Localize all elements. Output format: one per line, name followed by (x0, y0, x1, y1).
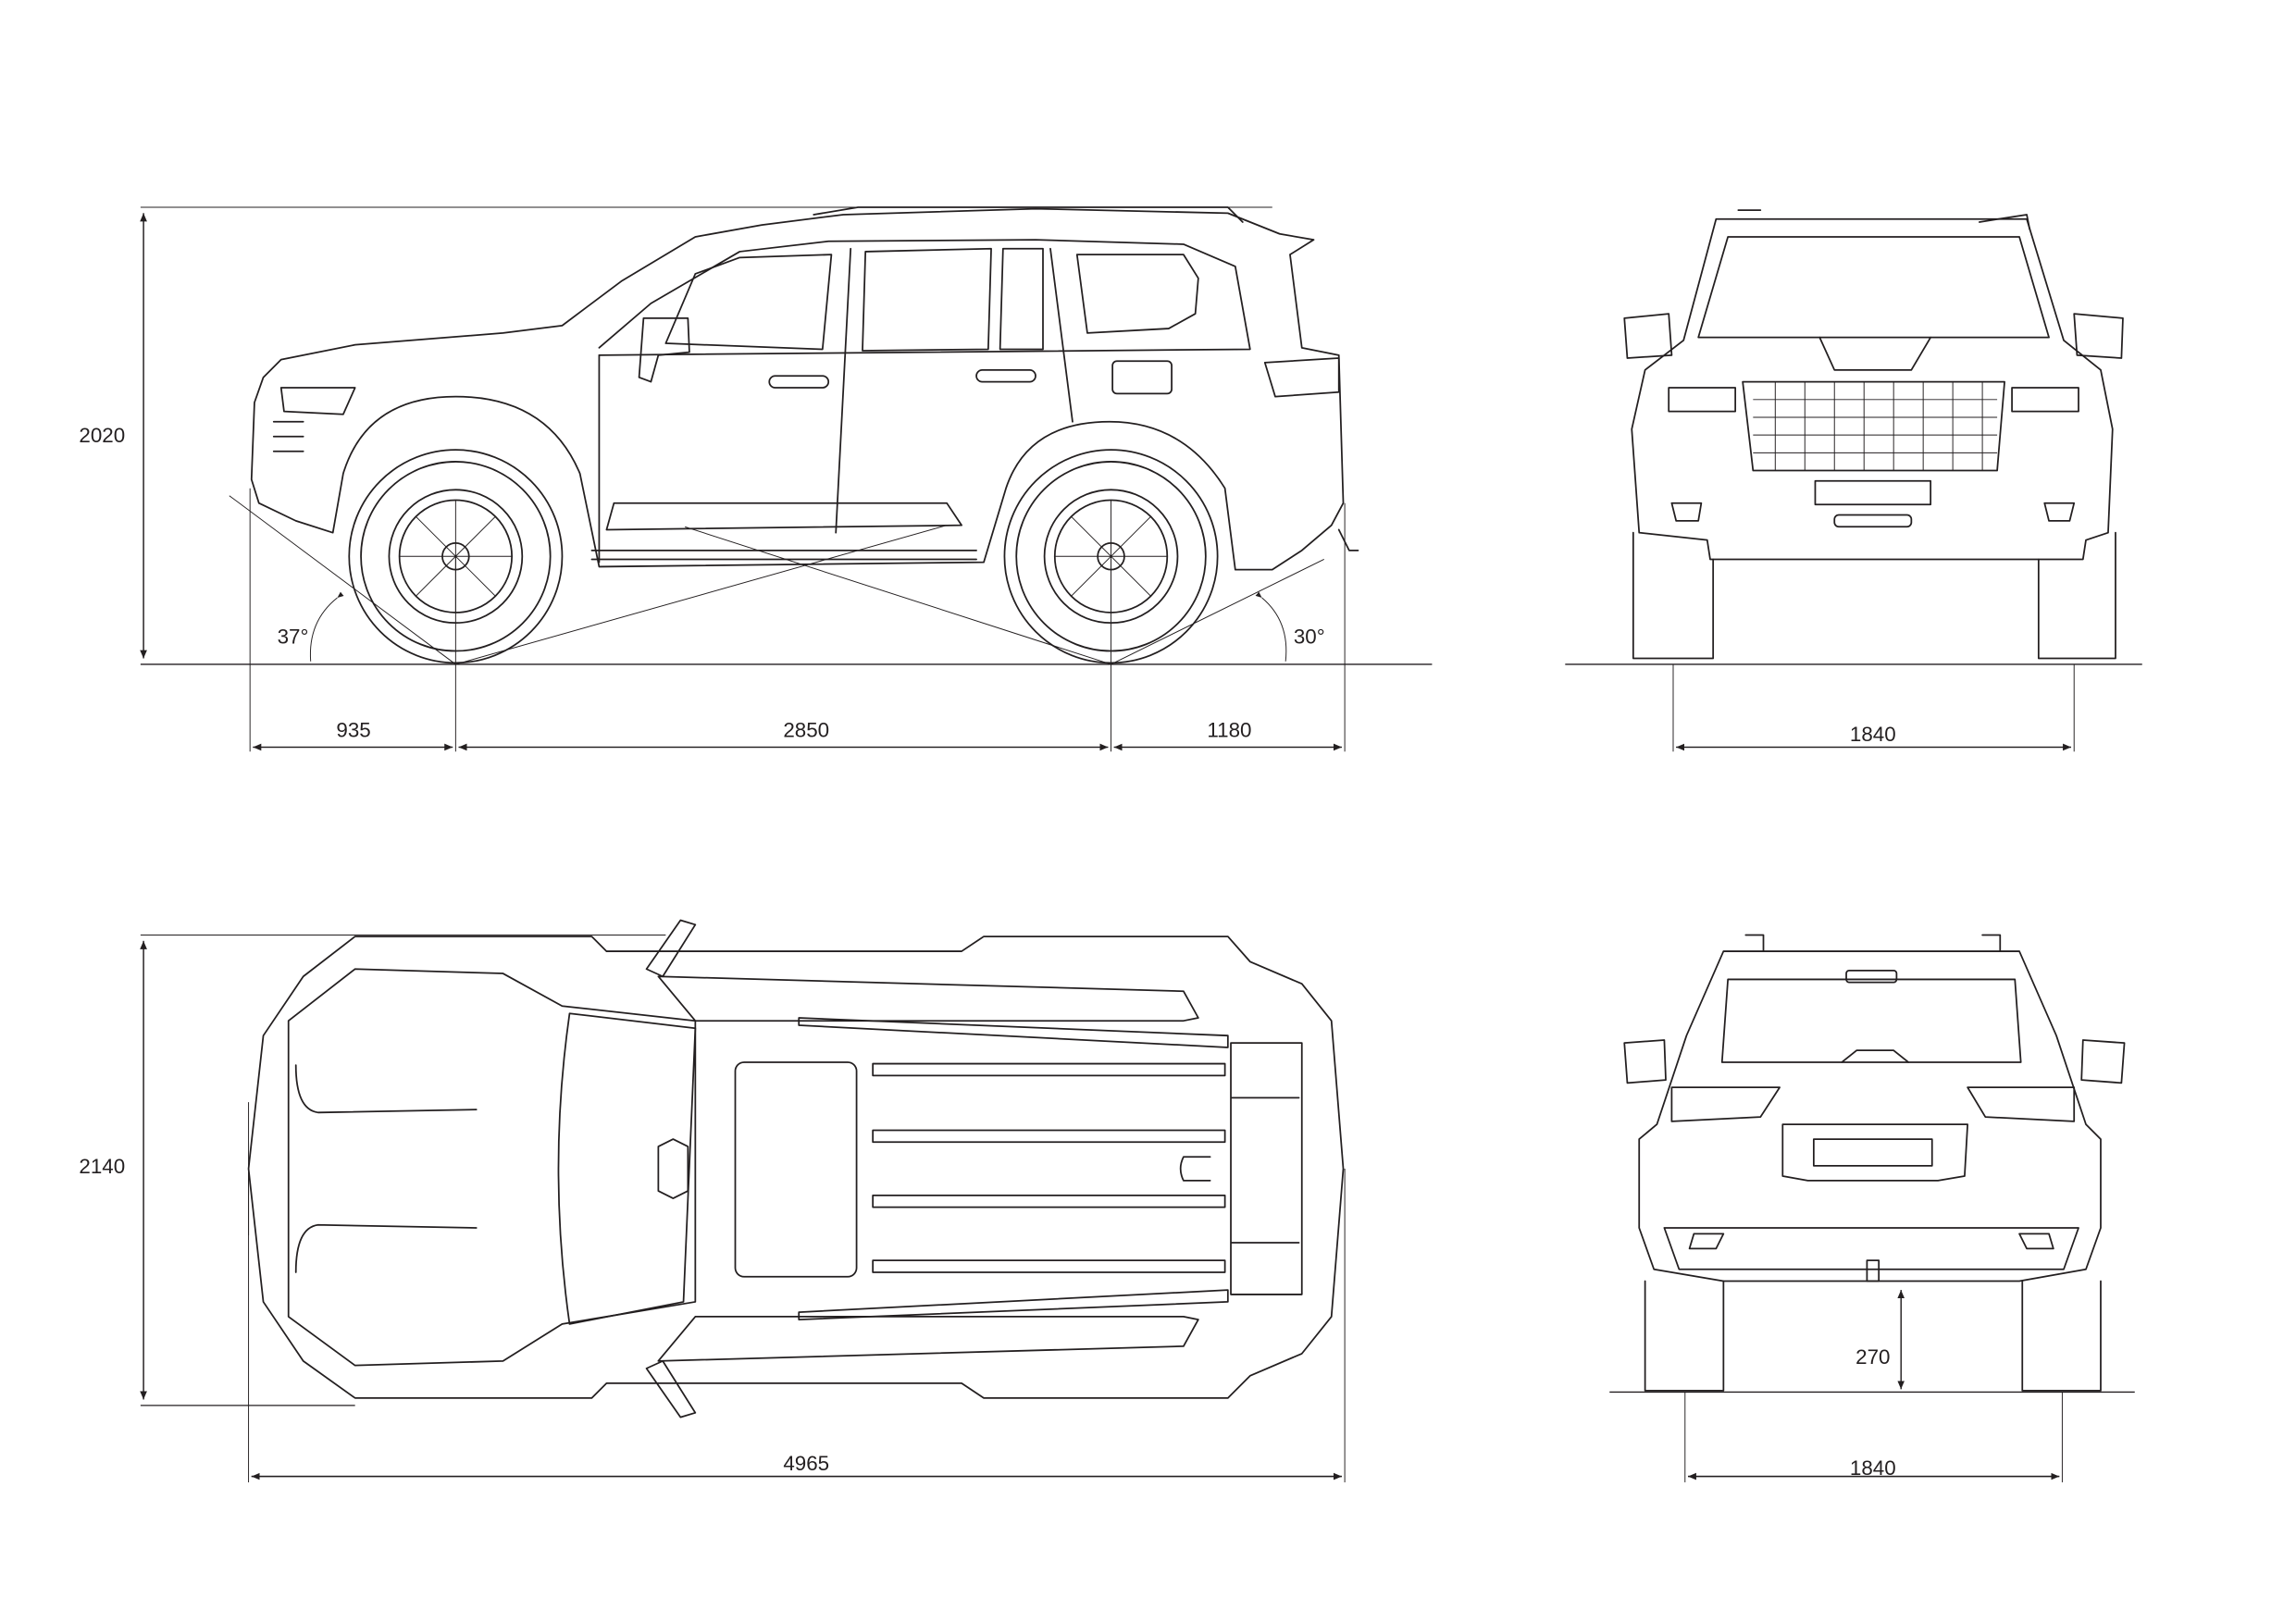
front-track-label: 1840 (1850, 723, 1896, 746)
height-label: 2020 (79, 424, 125, 447)
front-view: 1840 (1565, 209, 2142, 752)
approach-angle-label: 37° (278, 626, 309, 649)
rear-track-label: 1840 (1850, 1456, 1896, 1480)
ground-clearance-label: 270 (1855, 1345, 1890, 1369)
rear-view: 270 1840 (1609, 934, 2135, 1482)
length-dimensions (249, 488, 1346, 752)
angle-lines (229, 495, 1324, 665)
departure-angle-label: 30° (1294, 626, 1325, 649)
side-view: 2020 935 2850 1180 37° 30° (79, 206, 1433, 752)
rear-overhang-label: 1180 (1207, 718, 1251, 741)
suv-rear-body (1623, 934, 2126, 1392)
suv-front-body (1623, 209, 2124, 660)
wheelbase-label: 2850 (783, 718, 829, 741)
suv-side-body (250, 206, 1359, 571)
top-view: 2140 4965 (79, 919, 1346, 1482)
width-label: 2140 (79, 1155, 125, 1178)
front-overhang-label: 935 (336, 718, 370, 741)
length-label: 4965 (783, 1452, 829, 1475)
suv-top-body (247, 919, 1345, 1419)
